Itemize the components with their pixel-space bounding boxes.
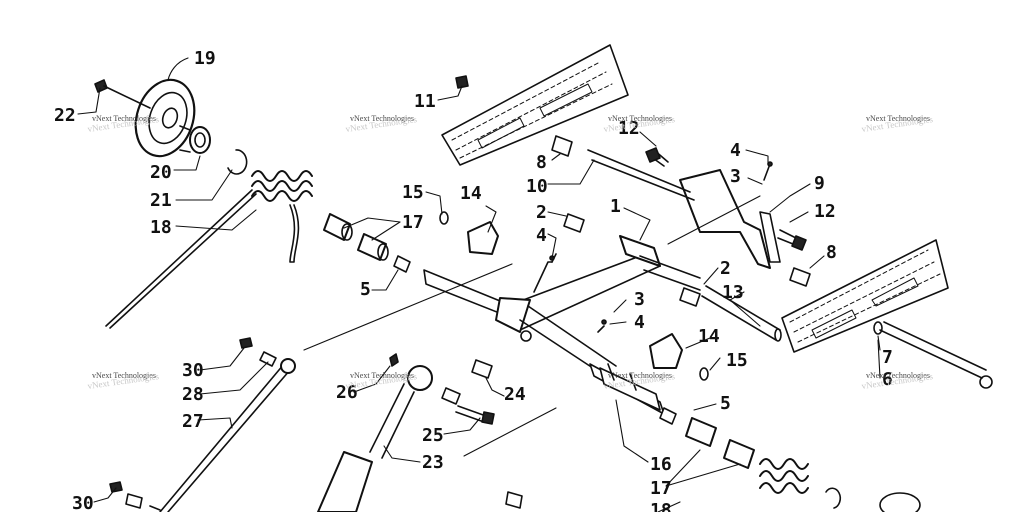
callout-17-lower: 17 bbox=[650, 478, 672, 499]
grease-fitting-top bbox=[763, 161, 773, 181]
watermark-8: vNext Technologies bbox=[866, 371, 930, 380]
bolt-12-right bbox=[777, 229, 807, 251]
rail-plate-right bbox=[781, 239, 949, 353]
callout-3-top: 3 bbox=[730, 166, 741, 187]
callout-30-upper: 30 bbox=[182, 360, 204, 381]
callout-14-upper: 14 bbox=[460, 183, 482, 204]
callout-4-arm: 4 bbox=[536, 225, 547, 246]
callout-15-lower: 15 bbox=[726, 350, 748, 371]
callout-2-top: 2 bbox=[536, 202, 547, 223]
callout-20: 20 bbox=[150, 162, 172, 183]
watermark-3: vNext Technologies bbox=[608, 114, 672, 123]
callout-25: 25 bbox=[422, 425, 444, 446]
leader-lines bbox=[77, 57, 881, 512]
bushing-2-top bbox=[563, 213, 585, 233]
callout-10: 10 bbox=[526, 176, 548, 197]
link-rod-lower bbox=[109, 481, 161, 511]
callout-11: 11 bbox=[414, 91, 436, 112]
washer-15-upper bbox=[439, 211, 449, 225]
watermark-2: vNext Technologies bbox=[350, 114, 414, 123]
washer-15-lower bbox=[699, 367, 709, 381]
callout-1: 1 bbox=[610, 196, 621, 217]
torsion-spring-lower bbox=[759, 458, 921, 512]
callout-12-top: 12 bbox=[618, 118, 640, 139]
link-rod bbox=[159, 337, 296, 512]
wheel-bolt bbox=[94, 79, 151, 109]
callout-4-mid: 4 bbox=[634, 312, 645, 333]
callout-30-lower: 30 bbox=[72, 493, 94, 512]
callout-7: 7 bbox=[882, 347, 893, 368]
callout-17-upper: 17 bbox=[402, 212, 424, 233]
callout-5-upper: 5 bbox=[360, 279, 371, 300]
bushing-2-right bbox=[679, 287, 701, 307]
watermark-7: vNext Technologies bbox=[608, 371, 672, 380]
callout-26: 26 bbox=[336, 382, 358, 403]
rod-10 bbox=[587, 149, 695, 201]
watermark-5: vNext Technologies bbox=[92, 371, 156, 380]
bumper-upper bbox=[467, 221, 499, 255]
callout-18-upper: 18 bbox=[150, 217, 172, 238]
pivot-pins bbox=[441, 359, 523, 509]
bushing-8-right bbox=[789, 267, 811, 287]
snap-ring bbox=[227, 149, 248, 175]
callout-5-lower: 5 bbox=[720, 393, 731, 414]
callout-8-right: 8 bbox=[826, 242, 837, 263]
callout-6: 6 bbox=[882, 369, 893, 390]
callout-15-upper: 15 bbox=[402, 182, 424, 203]
swing-arm bbox=[423, 235, 701, 415]
watermark-4: vNext Technologies bbox=[866, 114, 930, 123]
callout-12-right: 12 bbox=[814, 201, 836, 222]
callout-2-right: 2 bbox=[720, 258, 731, 279]
rail-plate-top bbox=[441, 44, 629, 166]
shock-absorber bbox=[317, 353, 433, 512]
grease-fitting-mid bbox=[597, 319, 607, 333]
callout-9: 9 bbox=[814, 173, 825, 194]
torsion-spring-upper bbox=[105, 170, 313, 329]
bushings-upper bbox=[323, 213, 411, 273]
bearing bbox=[179, 125, 211, 154]
callout-23: 23 bbox=[422, 452, 444, 473]
bolt-12-top bbox=[645, 147, 669, 167]
watermarks: vNext Technologies vNext Technologies vN… bbox=[87, 114, 934, 391]
bumper-lower bbox=[649, 333, 683, 369]
idler-wheel bbox=[134, 78, 196, 158]
callout-27: 27 bbox=[182, 411, 204, 432]
washer-7 bbox=[873, 321, 883, 335]
callout-labels: 19 22 11 20 21 18 15 17 14 5 8 10 2 4 1 … bbox=[54, 48, 893, 512]
watermark-6: vNext Technologies bbox=[350, 371, 414, 380]
bushing-8-top bbox=[551, 135, 573, 157]
callout-16: 16 bbox=[650, 454, 672, 475]
callout-28: 28 bbox=[182, 384, 204, 405]
callout-14-lower: 14 bbox=[698, 326, 720, 347]
watermark-1: vNext Technologies bbox=[92, 114, 156, 123]
bracket bbox=[679, 169, 781, 269]
callout-18-lower: 18 bbox=[650, 500, 672, 512]
callout-13: 13 bbox=[722, 282, 744, 303]
callout-8-top: 8 bbox=[536, 152, 547, 173]
callout-3-mid: 3 bbox=[634, 289, 645, 310]
rod-13 bbox=[701, 285, 782, 342]
callout-19: 19 bbox=[194, 48, 216, 69]
shaft-16 bbox=[599, 363, 661, 411]
bushings-lower bbox=[659, 407, 755, 469]
callout-22: 22 bbox=[54, 105, 76, 126]
nut-11 bbox=[455, 75, 469, 89]
callout-21: 21 bbox=[150, 190, 172, 211]
through-bolt bbox=[879, 321, 993, 389]
callout-24: 24 bbox=[504, 384, 526, 405]
callout-4-top: 4 bbox=[730, 140, 741, 161]
